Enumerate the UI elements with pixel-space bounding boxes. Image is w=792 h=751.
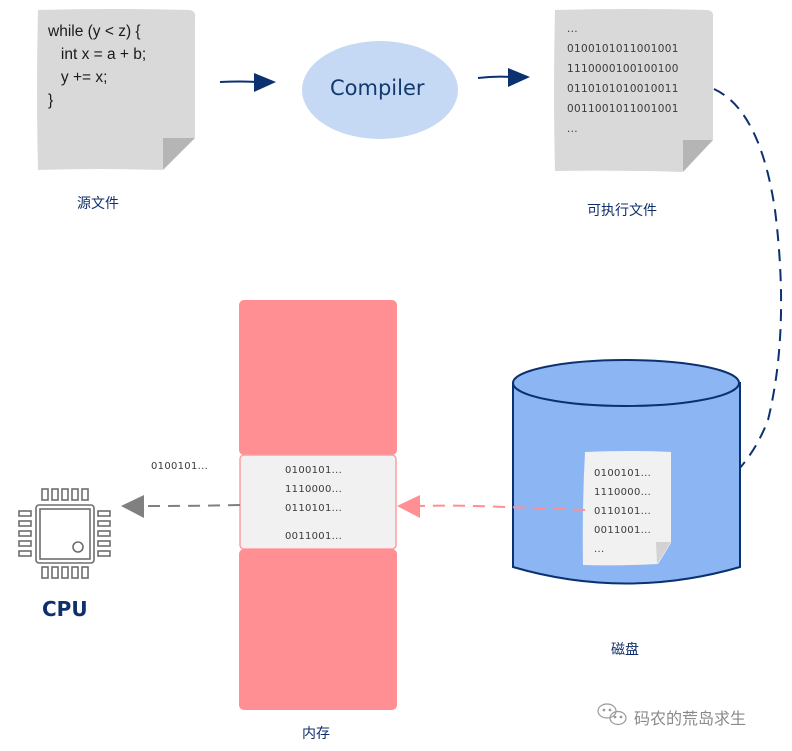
cpu-label: CPU [42,597,88,621]
executable-binary-block: ... 0100101011001001 1110000100100100 01… [567,19,679,139]
arrow-compiler-to-executable [477,68,530,87]
cpu-pin [97,550,111,557]
arrow-memory-to-cpu [121,495,241,518]
code-line: int x = a + b; [48,46,147,63]
cpu-pin [97,510,111,517]
memory-line: 0100101... [285,465,343,476]
disk-file-page [582,451,671,566]
binary-line: 0011001... [594,525,652,536]
disk-caption: 磁盘 [611,642,639,658]
binary-line: ... [567,23,578,35]
cpu-pin [61,566,69,579]
cpu-pin [51,488,59,501]
cpu-pin [81,566,89,579]
cpu-pin [18,520,32,527]
cpu-pin [51,566,59,579]
binary-line: ... [594,544,605,555]
memory-caption: 内存 [302,726,330,742]
binary-line: ... [567,123,578,135]
watermark-text: 码农的荒岛求生 [634,709,747,728]
cpu-pin [71,566,79,579]
source-code-block: while (y < z) { int x = a + b; y += x; } [48,20,146,112]
cpu-pin [97,540,111,547]
memory-column [239,300,397,710]
memory-line: 0110101... [285,503,343,514]
executable-file-caption: 可执行文件 [587,203,657,219]
cpu-pin [81,488,89,501]
executable-file-page [554,9,714,172]
cpu-pin [18,550,32,557]
arrow-disk-to-memory [397,495,586,518]
cpu-pin [71,488,79,501]
binary-line: 0110101010010011 [567,83,679,95]
cpu-icon [18,488,111,579]
source-page-body [37,9,196,170]
cpu-pin [41,488,49,501]
disk-file-lines: 0100101... 1110000... 0110101... 0011001… [594,464,651,559]
cpu-pin [18,510,32,517]
wechat-icon [597,703,627,726]
memory-bottom-block [239,549,397,710]
binary-line: 0100101011001001 [567,43,679,55]
code-line: y += x; [48,69,108,86]
cpu-incoming-data: 0100101... [151,461,209,472]
source-file-page [37,9,196,170]
cpu-pin [97,520,111,527]
disk-top [512,359,740,407]
cpu-pin [18,530,32,537]
binary-line: 0110101... [594,506,652,517]
memory-top-block [239,300,397,455]
binary-line: 0011001011001001 [567,103,679,115]
exe-page-body [554,9,714,172]
cpu-pin [41,566,49,579]
binary-line: 0100101... [594,468,652,479]
compiler-label: Compiler [330,76,425,100]
memory-line: 0011001... [285,531,343,542]
source-file-caption: 源文件 [77,196,119,212]
exe-page-fold [683,140,713,172]
arrow-source-to-compiler [219,73,276,92]
cpu-pin [18,540,32,547]
code-line: } [48,92,54,109]
memory-line: 1110000... [285,484,343,495]
cpu-pin [61,488,69,501]
compiler-ellipse [302,41,458,139]
cpu-pin [97,530,111,537]
source-page-fold [163,138,195,170]
binary-line: 1110000... [594,487,652,498]
code-line: while (y < z) { [48,23,141,40]
binary-line: 1110000100100100 [567,63,679,75]
